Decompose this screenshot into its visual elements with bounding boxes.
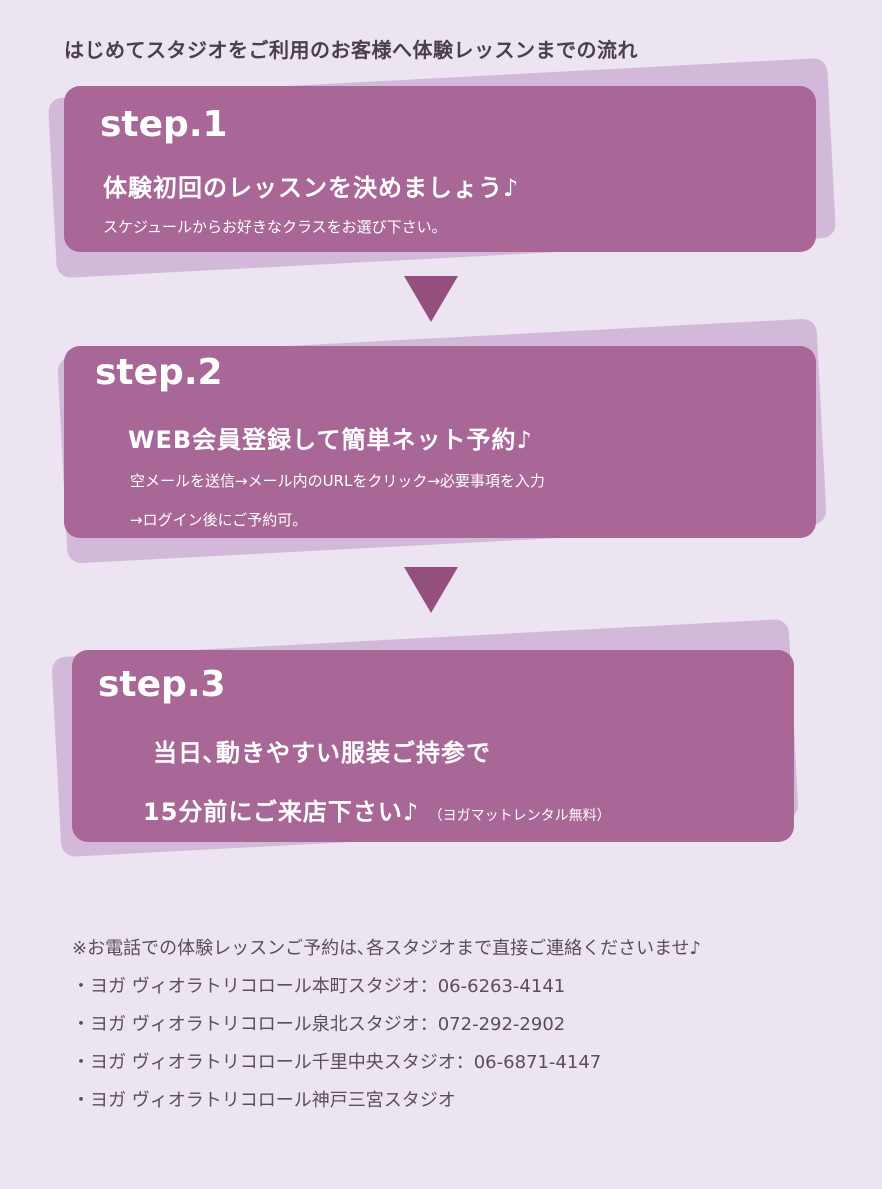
step-2-title: WEB会員登録して簡単ネット予約♪ <box>128 426 533 454</box>
studio-phone-senri-chuo: ・ヨガ ヴィオラトリコロール千里中央スタジオ：06-6871-4147 <box>72 1052 602 1073</box>
step-2-description-line-1: 空メールを送信→メール内のURLをクリック→必要事項を入力 <box>130 472 545 490</box>
step-3-title-line-2: 15分前にご来店下さい♪ （ヨガマットレンタル無料） <box>143 792 611 827</box>
step-1-label: step.1 <box>100 104 228 145</box>
step-3-title-line-2-text: 15分前にご来店下さい♪ <box>143 798 420 826</box>
step-2-description-line-2: →ログイン後にご予約可。 <box>130 511 308 529</box>
contact-note: ※お電話での体験レッスンご予約は､各スタジオまで直接ご連絡くださいませ♪ <box>72 938 702 959</box>
step-3-card <box>72 650 794 842</box>
step-1-card <box>64 86 816 252</box>
step-3-title-line-1: 当日､動きやすい服装ご持参で <box>153 739 491 767</box>
contact-info: ※お電話での体験レッスンご予約は､各スタジオまで直接ご連絡くださいませ♪ ・ヨガ… <box>72 930 701 1120</box>
page-title: はじめてスタジオをご利用のお客様へ体験レッスンまでの流れ <box>64 38 638 62</box>
step-1-description: スケジュールからお好きなクラスをお選び下さい。 <box>103 218 447 236</box>
down-arrow-icon <box>404 276 458 322</box>
step-2-label: step.2 <box>95 352 223 393</box>
step-3-label: step.3 <box>98 664 226 705</box>
step-3-note: （ヨガマットレンタル無料） <box>428 808 611 824</box>
studio-phone-senboku: ・ヨガ ヴィオラトリコロール泉北スタジオ：072-292-2902 <box>72 1014 566 1035</box>
studio-phone-honmachi: ・ヨガ ヴィオラトリコロール本町スタジオ：06-6263-4141 <box>72 976 566 997</box>
step-1-title: 体験初回のレッスンを決めましょう♪ <box>103 174 520 202</box>
studio-kobe-sannomiya: ・ヨガ ヴィオラトリコロール神戸三宮スタジオ <box>72 1090 456 1111</box>
step-2-card <box>64 346 816 538</box>
down-arrow-icon <box>404 567 458 613</box>
